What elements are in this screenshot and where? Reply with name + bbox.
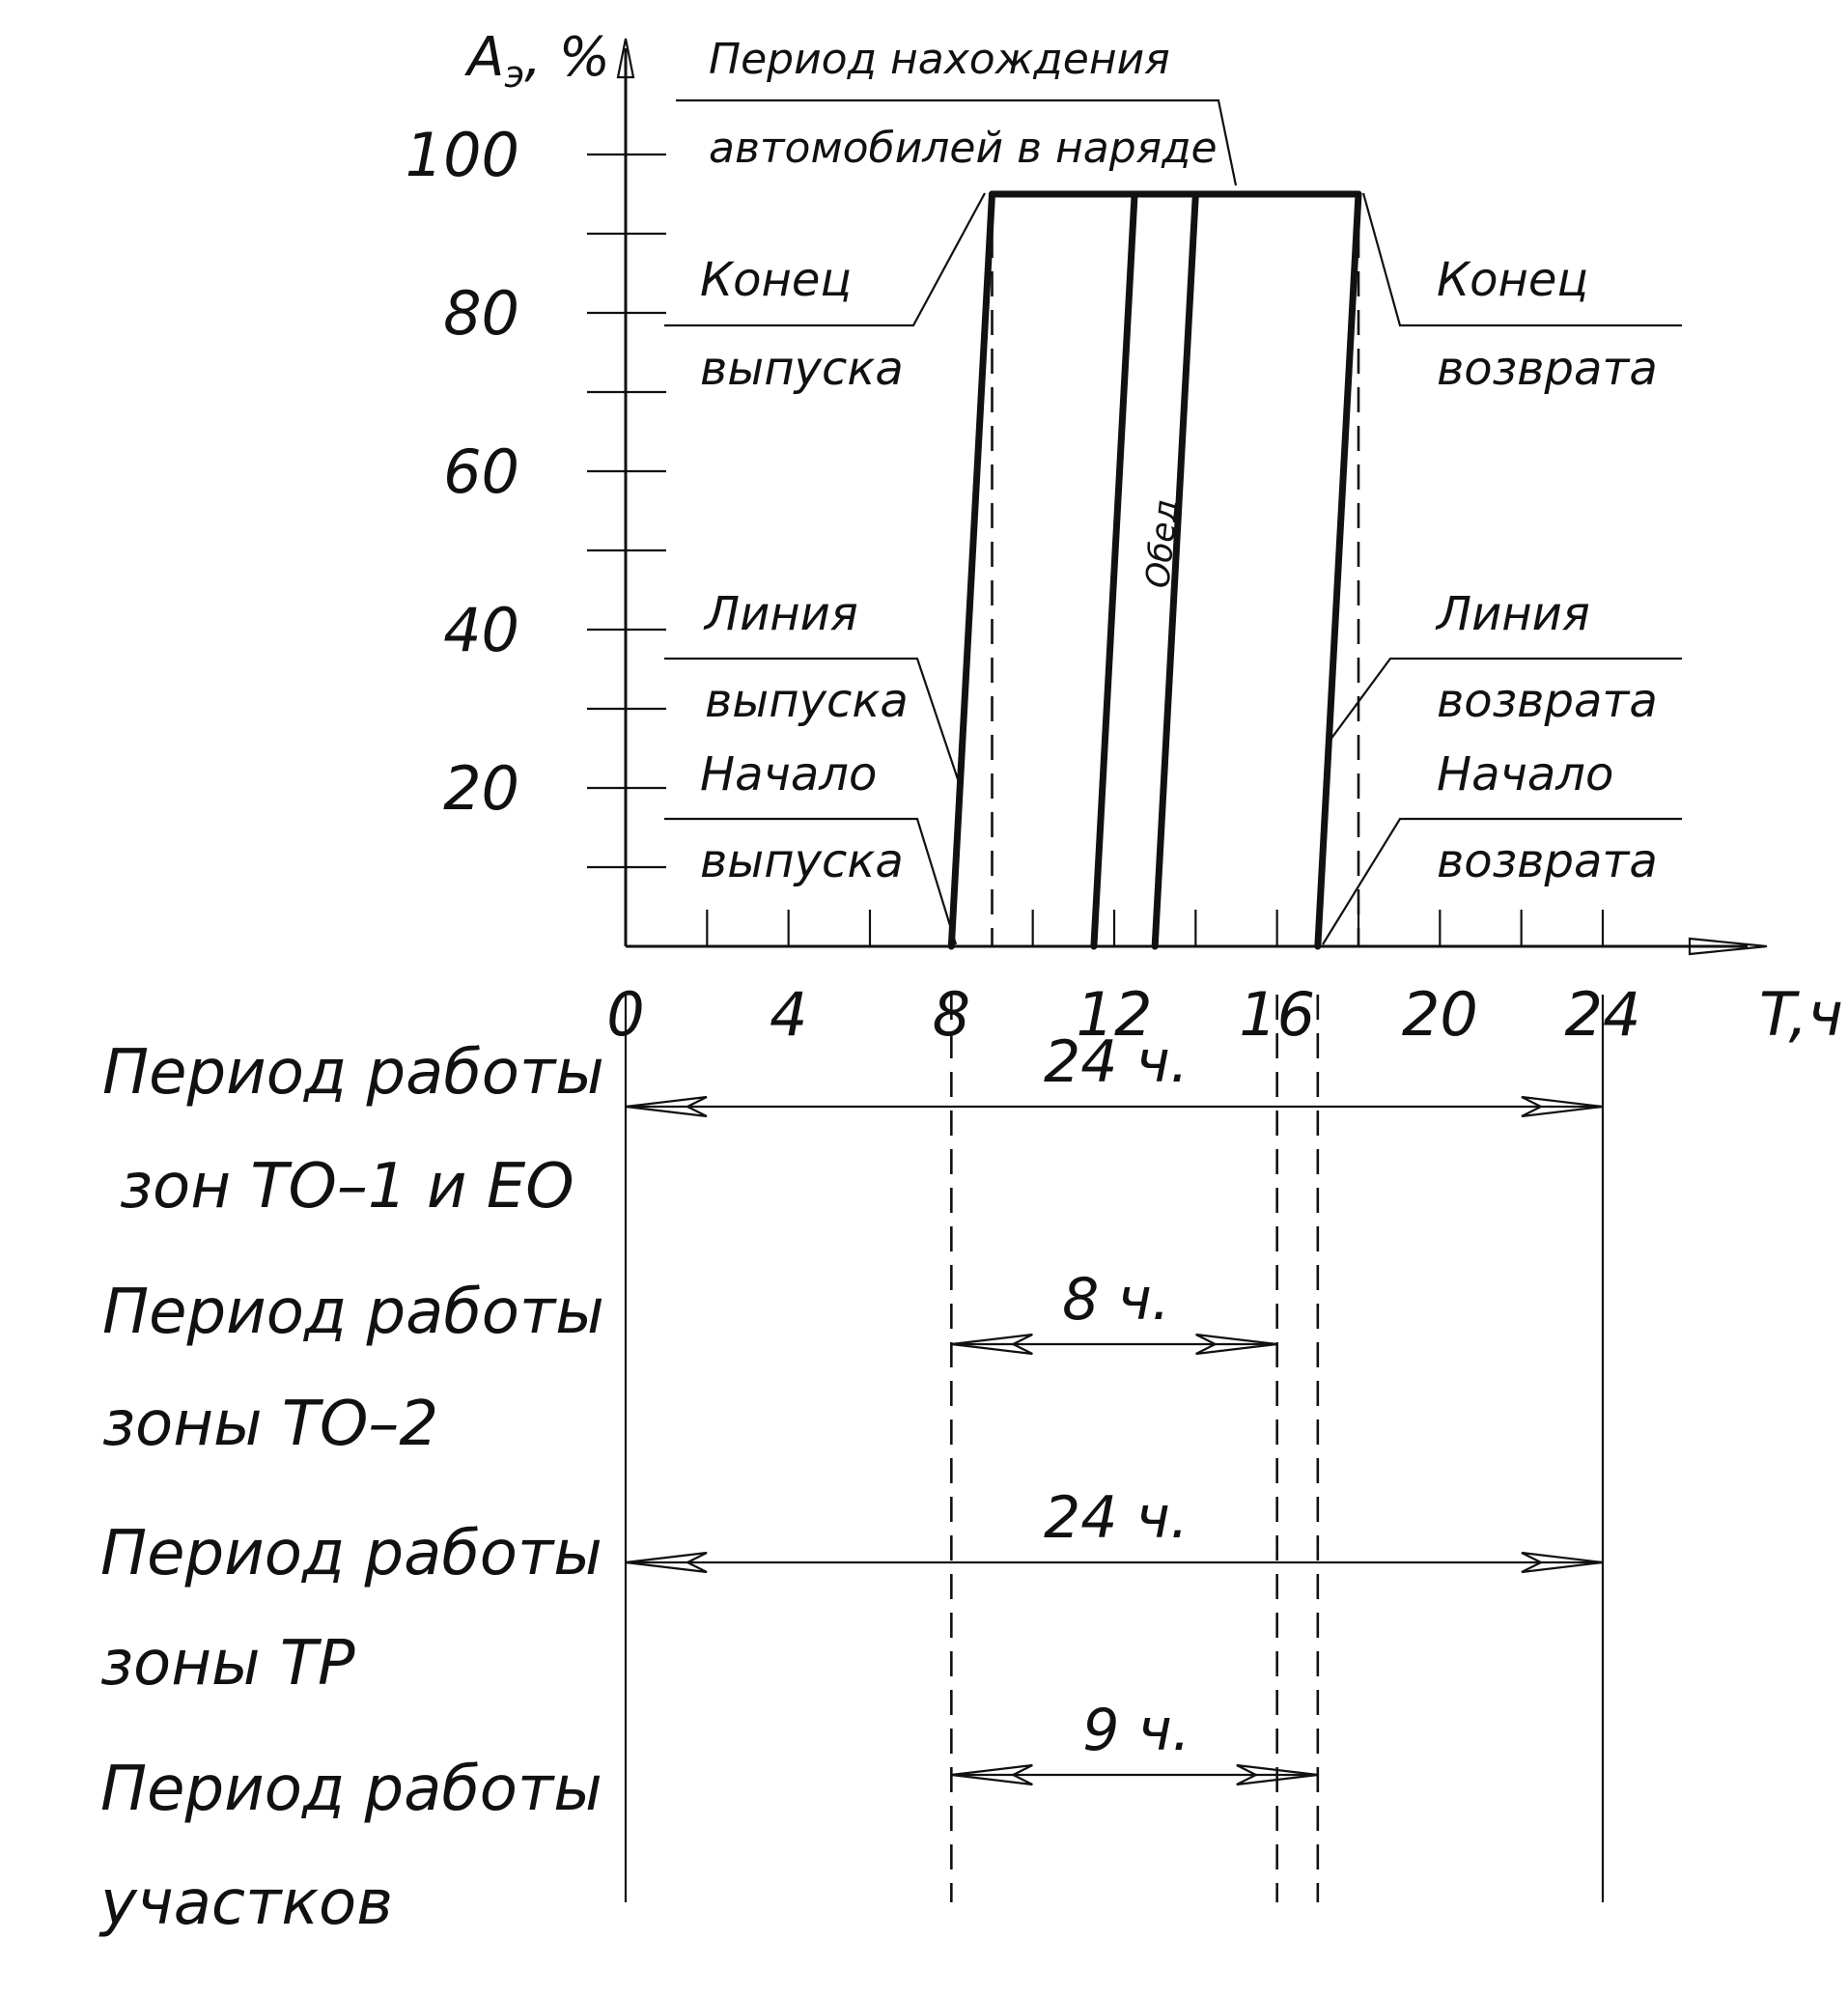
period-3-label-2: зоны ТР <box>100 1628 355 1700</box>
y-axis-title-main: A <box>464 26 504 89</box>
period-arrow-right <box>1195 1333 1277 1356</box>
work-periods: 24 ч. 8 ч. 24 ч. 9 ч. <box>624 995 1605 1902</box>
x-tick-label: 20 <box>1402 979 1478 1050</box>
period-arrow-left <box>951 1333 1033 1356</box>
y-tick-label: 100 <box>406 120 519 190</box>
x-axis-arrow <box>1688 937 1768 956</box>
leader-return-end <box>1361 192 1682 327</box>
leader-release-start <box>664 817 958 945</box>
annotation-return-end-1: Конец <box>1437 253 1588 307</box>
period-arrow-right <box>1521 1551 1604 1574</box>
period-duration: 9 ч. <box>1082 1697 1190 1764</box>
annotation-return-start-2: возврата <box>1437 834 1658 888</box>
period-4-label-2: участков <box>98 1868 393 1939</box>
annotation-return-line-2: возврата <box>1437 674 1658 728</box>
period-duration: 24 ч. <box>1044 1484 1189 1552</box>
period-arrow-left <box>625 1551 708 1574</box>
y-tick-label: 20 <box>443 753 519 824</box>
y-tick-label: 40 <box>443 595 519 665</box>
period-1-label-1: Период работы <box>102 1037 604 1109</box>
period-2-label-2: зоны ТО–2 <box>102 1389 438 1460</box>
y-axis-title-suffix: , % <box>524 26 610 89</box>
y-axis-title-sub: э <box>504 53 524 96</box>
leader-release-end <box>664 192 986 327</box>
x-axis-title: T,ч <box>1759 979 1843 1050</box>
operating-curve <box>947 190 1362 950</box>
lunch-start-line <box>1090 190 1138 950</box>
axes <box>616 38 1768 956</box>
work-period-labels: Период работы зон ТО–1 и ЕО Период работ… <box>98 1037 604 1939</box>
period-duration: 8 ч. <box>1062 1266 1170 1334</box>
annotation-release-end-2: выпуска <box>700 342 904 396</box>
y-axis-arrow <box>616 38 635 79</box>
annotation-release-start-2: выпуска <box>700 834 904 888</box>
x-tick-label: 4 <box>770 979 807 1050</box>
annotation-lunch: Обед <box>1138 497 1186 590</box>
release-line <box>947 190 995 950</box>
y-ticks: 100 80 60 40 20 <box>406 120 666 869</box>
period-arrow-left <box>625 1095 708 1118</box>
period-arrow-left <box>951 1763 1033 1786</box>
annotation-return-line-1: Линия <box>1435 587 1590 641</box>
period-3-label-1: Период работы <box>100 1518 602 1589</box>
annotation-in-service-line2: автомобилей в наряде <box>709 124 1218 173</box>
annotation-release-line-2: выпуска <box>705 674 909 728</box>
annotation-release-start-1: Начало <box>700 747 877 801</box>
annotation-release-end-1: Конец <box>700 253 852 307</box>
leader-return-start <box>1322 817 1682 945</box>
annotation-return-start-1: Начало <box>1437 747 1613 801</box>
annotation-release-line-1: Линия <box>703 587 858 641</box>
period-1-label-2: зон ТО–1 и ЕО <box>120 1151 574 1223</box>
return-line <box>1314 190 1362 950</box>
period-duration: 24 ч. <box>1044 1028 1189 1096</box>
lunch-end-line <box>1151 190 1199 950</box>
annotation-return-end-2: возврата <box>1437 342 1658 396</box>
period-arrow-right <box>1236 1763 1318 1786</box>
annotation-in-service-line1: Период нахождения <box>709 35 1170 84</box>
y-axis-title: Aэ, % <box>464 26 610 96</box>
period-arrow-right <box>1521 1095 1604 1118</box>
period-4-label-1: Период работы <box>100 1754 602 1825</box>
leader-return-line <box>1327 657 1682 745</box>
annotations: Период нахождения автомобилей в наряде К… <box>664 35 1682 945</box>
leader-in-service <box>676 98 1238 186</box>
period-2-label-1: Период работы <box>102 1277 604 1348</box>
y-tick-label: 60 <box>443 436 519 507</box>
x-tick-label: 12 <box>1077 979 1153 1050</box>
leader-release-line <box>664 657 961 783</box>
y-tick-label: 80 <box>443 278 519 349</box>
